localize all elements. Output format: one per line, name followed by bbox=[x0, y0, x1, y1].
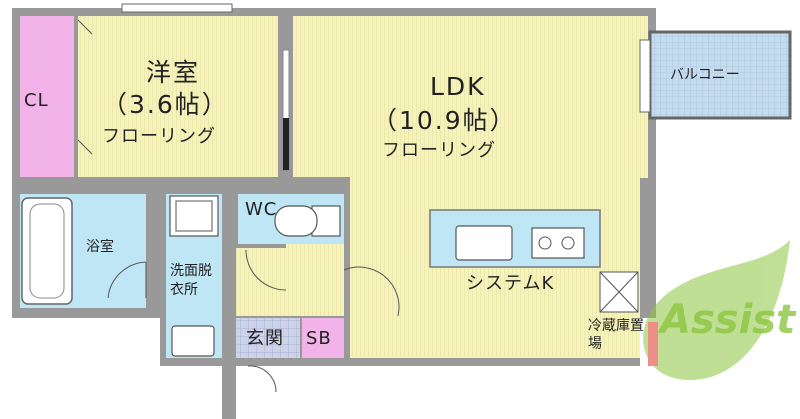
western-room-floor-type: フローリング bbox=[102, 126, 216, 147]
hallway-floor bbox=[236, 244, 344, 316]
kitchen-label: システムK bbox=[466, 273, 555, 294]
ldk-floor bbox=[293, 16, 648, 178]
stove bbox=[531, 227, 585, 259]
ldk-floor-type: フローリング bbox=[382, 140, 496, 161]
assist-logo-text: Assist bbox=[660, 297, 796, 343]
washroom-label: 洗面脱衣所 bbox=[170, 263, 212, 298]
bathroom-label: 浴室 bbox=[86, 239, 114, 255]
ldk-size: （10.9帖） bbox=[372, 106, 517, 135]
assist-logo bbox=[643, 240, 790, 380]
balcony-floor bbox=[648, 30, 792, 120]
balcony-label: バルコニー bbox=[670, 67, 740, 83]
entrance-label: 玄関 bbox=[246, 328, 284, 349]
wash-basin bbox=[171, 325, 215, 357]
ldk-name: LDK bbox=[430, 72, 486, 101]
western-room-size: （3.6帖） bbox=[102, 90, 229, 119]
window-top bbox=[121, 3, 233, 13]
closet-label: CL bbox=[24, 90, 49, 111]
western-room-floor bbox=[78, 16, 278, 177]
toilet-bowl bbox=[274, 205, 318, 237]
balcony-door bbox=[639, 39, 651, 113]
entrance-floor bbox=[236, 318, 300, 358]
western-room-name: 洋室 bbox=[146, 58, 201, 87]
kitchen-sink bbox=[455, 225, 513, 261]
fridge-label: 冷蔵庫置場 bbox=[588, 318, 644, 352]
washing-machine-pan bbox=[169, 195, 219, 237]
doors bbox=[77, 19, 400, 393]
toilet-label: WC bbox=[245, 199, 278, 220]
shoe-box-label: SB bbox=[306, 328, 332, 349]
closet-floor bbox=[20, 16, 74, 177]
ldk-lower-floor bbox=[350, 178, 640, 358]
shoe-box bbox=[302, 318, 344, 358]
